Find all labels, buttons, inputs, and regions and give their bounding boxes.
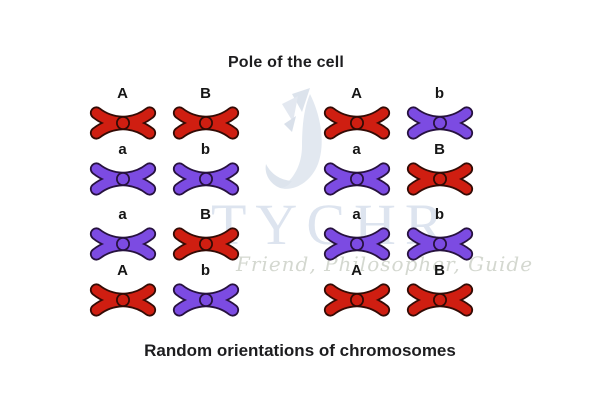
chromosome-purple-icon bbox=[404, 226, 476, 262]
pole-of-cell-title: Pole of the cell bbox=[227, 54, 345, 71]
chromosome-cell: B bbox=[398, 262, 481, 318]
chromosome-cell: B bbox=[398, 141, 481, 197]
chromosome-purple-icon bbox=[170, 161, 242, 197]
chromosome-red-icon bbox=[87, 105, 159, 141]
watermark-brand-text: TYCHR bbox=[211, 192, 453, 257]
chromosome-cell: a bbox=[81, 141, 164, 197]
allele-label: B bbox=[200, 85, 211, 102]
chromosome-red-icon bbox=[170, 105, 242, 141]
chromosome-cell: A bbox=[81, 85, 164, 141]
allele-label: B bbox=[200, 206, 211, 223]
tychr-bird-logo-watermark bbox=[258, 84, 338, 209]
chromosome-cell: b bbox=[398, 206, 481, 262]
chromosome-red-icon bbox=[170, 226, 242, 262]
allele-label: a bbox=[352, 141, 361, 158]
allele-label: a bbox=[118, 141, 127, 158]
chromosome-red-icon bbox=[321, 282, 393, 318]
chromosome-purple-icon bbox=[87, 161, 159, 197]
chromosome-cell: a bbox=[81, 206, 164, 262]
allele-label: b bbox=[200, 141, 211, 158]
chromosome-cell: B bbox=[164, 206, 247, 262]
chromosome-red-icon bbox=[87, 282, 159, 318]
allele-label: b bbox=[200, 262, 211, 279]
allele-label: b bbox=[434, 206, 445, 223]
allele-label: A bbox=[351, 85, 362, 102]
chromosome-purple-icon bbox=[404, 105, 476, 141]
chromosome-cell: a bbox=[315, 206, 398, 262]
chromosome-cell: b bbox=[164, 141, 247, 197]
allele-label: a bbox=[352, 206, 361, 223]
chromosome-purple-icon bbox=[170, 282, 242, 318]
chromosome-cell: A bbox=[315, 85, 398, 141]
allele-label: a bbox=[118, 206, 127, 223]
allele-label: A bbox=[117, 262, 128, 279]
chromosome-red-icon bbox=[404, 161, 476, 197]
chromosome-purple-icon bbox=[87, 226, 159, 262]
allele-label: B bbox=[434, 141, 445, 158]
chromosome-cell: b bbox=[164, 262, 247, 318]
chromosome-cell: a bbox=[315, 141, 398, 197]
chromosome-purple-icon bbox=[321, 226, 393, 262]
allele-label: b bbox=[434, 85, 445, 102]
chromosome-red-icon bbox=[404, 282, 476, 318]
chromosome-red-icon bbox=[321, 105, 393, 141]
allele-label: B bbox=[434, 262, 445, 279]
chromosome-cell: A bbox=[315, 262, 398, 318]
chromosome-cell: A bbox=[81, 262, 164, 318]
random-orientations-caption: Random orientations of chromosomes bbox=[144, 341, 456, 360]
allele-label: A bbox=[117, 85, 128, 102]
chromosome-cell: B bbox=[164, 85, 247, 141]
allele-label: A bbox=[351, 262, 362, 279]
chromosome-purple-icon bbox=[321, 161, 393, 197]
chromosome-cell: b bbox=[398, 85, 481, 141]
